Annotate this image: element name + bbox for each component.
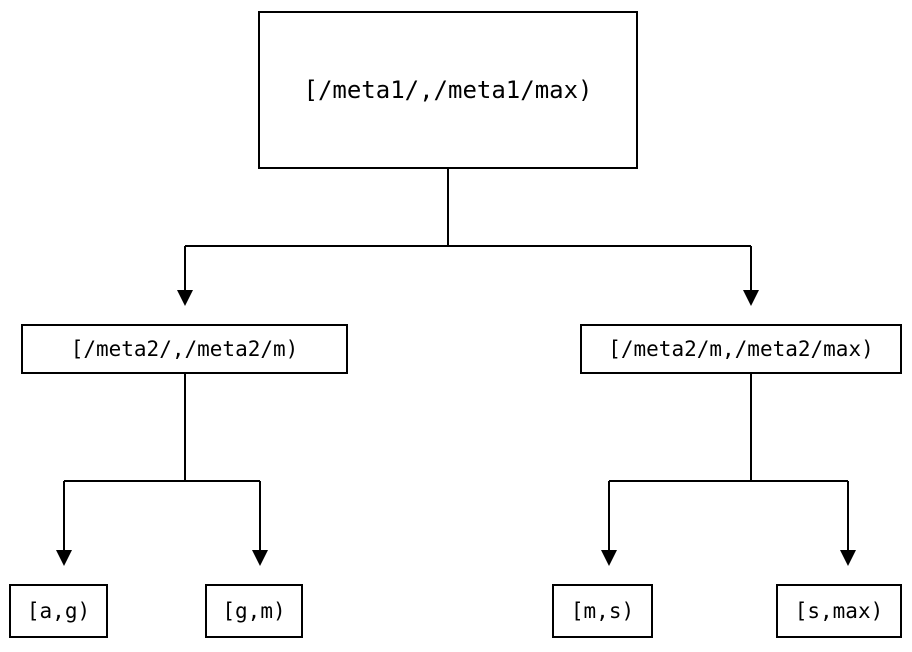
- arrowhead-to-leaf-3: [840, 550, 856, 566]
- node-level2-left[interactable]: [/meta2/,/meta2/m): [21, 324, 348, 374]
- edge-level2-left-to-leaves: [56, 374, 268, 566]
- node-root-label: [/meta1/,/meta1/max): [303, 76, 593, 104]
- node-level2-right-label: [/meta2/m,/meta2/max): [608, 336, 874, 361]
- arrowhead-to-leaf-2: [601, 550, 617, 566]
- node-leaf-0-label: [a,g): [26, 598, 91, 623]
- arrowhead-to-leaf-0: [56, 550, 72, 566]
- node-leaf-2-label: [m,s): [570, 598, 635, 623]
- arrowhead-to-level2-right: [743, 290, 759, 306]
- node-leaf-3[interactable]: [s,max): [776, 584, 902, 638]
- edge-root-to-level2: [177, 169, 759, 306]
- node-leaf-2[interactable]: [m,s): [552, 584, 653, 638]
- arrowhead-to-leaf-1: [252, 550, 268, 566]
- node-level2-right[interactable]: [/meta2/m,/meta2/max): [580, 324, 902, 374]
- node-leaf-1-label: [g,m): [222, 598, 286, 623]
- edge-level2-right-to-leaves: [601, 374, 856, 566]
- arrowhead-to-level2-left: [177, 290, 193, 306]
- node-leaf-0[interactable]: [a,g): [9, 584, 108, 638]
- node-leaf-1[interactable]: [g,m): [205, 584, 303, 638]
- node-level2-left-label: [/meta2/,/meta2/m): [70, 336, 299, 361]
- node-leaf-3-label: [s,max): [794, 598, 884, 623]
- node-root[interactable]: [/meta1/,/meta1/max): [258, 11, 638, 169]
